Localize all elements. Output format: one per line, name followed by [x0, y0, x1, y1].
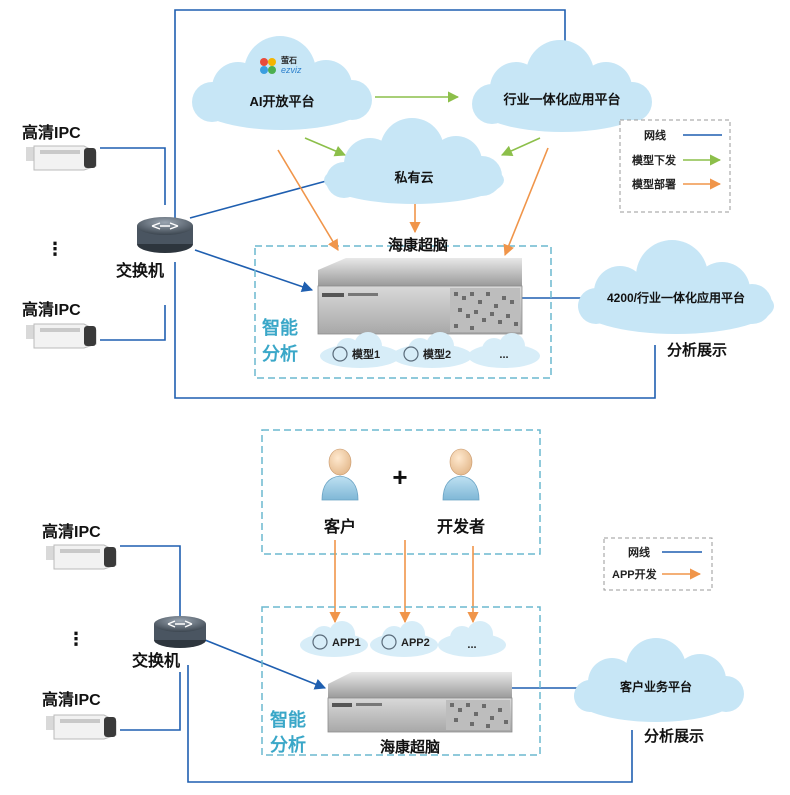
app2-people-icon: [381, 634, 397, 650]
top-ellipsis: ⋮: [46, 239, 64, 259]
bottom-brain-label: 海康超脑: [380, 738, 440, 756]
model2-head-icon: [403, 346, 419, 362]
top-display-label: 分析展示: [667, 341, 727, 359]
bottom-ipc-2-label: 高清IPC: [42, 690, 101, 709]
bottom-switch-label: 交换机: [132, 651, 180, 670]
top-right-platform-cloud: [578, 240, 774, 334]
bottom-right-platform-cloud: [574, 638, 744, 722]
private-cloud-label: 私有云: [394, 170, 433, 185]
top-brain-label: 海康超脑: [388, 236, 448, 254]
plus-sign: +: [392, 462, 407, 492]
ezviz-logo: 萤石 ezviz: [260, 55, 302, 75]
app2-label: APP2: [401, 637, 430, 649]
bottom-legend: 网线 APP开发: [603, 537, 713, 591]
bottom-app-dev-arrows: [329, 540, 479, 624]
top-model-push-arrows: [304, 91, 541, 157]
bottom-network-lines: [120, 545, 633, 783]
model1-head-icon: [332, 346, 348, 362]
model2-label: 模型2: [423, 347, 451, 361]
industry-platform-cloud: [472, 40, 652, 132]
top-model-deploy-arrows: [277, 147, 549, 257]
top-ipc-2-label: 高清IPC: [22, 300, 81, 319]
legend-model-deploy-label: 模型部署: [632, 177, 676, 191]
bottom-people-dashed-box: [261, 429, 541, 555]
top-smart-line1: 智能: [262, 317, 298, 338]
bottom-ipc-camera-1: 高清IPC: [42, 522, 117, 570]
bottom-brain-dashed-box: [261, 606, 541, 756]
top-model-clouds: [320, 332, 540, 368]
bottom-section: 客户 + 开发者 网线 APP开发: [42, 429, 744, 783]
model1-label: 模型1: [352, 347, 380, 361]
bottom-ellipsis: ⋮: [67, 629, 85, 649]
bottom-display-label: 分析展示: [644, 727, 704, 745]
ai-platform-label: AI开放平台: [249, 94, 314, 109]
developer-label: 开发者: [437, 517, 485, 536]
top-ipc-camera-2: 高清IPC: [22, 300, 97, 349]
ezviz-logo-cn: 萤石: [281, 55, 297, 65]
top-more-label: ...: [499, 349, 508, 361]
bottom-legend-network-label: 网线: [628, 545, 650, 559]
customer-person-icon: [321, 448, 359, 501]
top-ipc-camera-1: 高清IPC: [22, 123, 97, 171]
developer-person-icon: [442, 448, 480, 501]
top-ipc-1-label: 高清IPC: [22, 123, 81, 142]
top-switch-icon: [137, 217, 193, 253]
bottom-legend-app-label: APP开发: [612, 567, 658, 581]
ezviz-logo-en: ezviz: [281, 65, 302, 75]
top-right-cloud-label: 4200/行业一体化应用平台: [607, 290, 745, 305]
top-network-lines: [100, 9, 656, 399]
private-cloud: [324, 118, 504, 204]
top-smart-line2: 分析: [262, 343, 298, 364]
legend-model-push-label: 模型下发: [632, 153, 677, 167]
bottom-brain-server: [327, 672, 513, 733]
top-switch-label: 交换机: [116, 261, 164, 280]
bottom-smart-line2: 分析: [270, 734, 306, 755]
bottom-ipc-1-label: 高清IPC: [42, 522, 101, 541]
bottom-more-label: ...: [467, 639, 476, 651]
ai-platform-cloud: [192, 36, 372, 130]
app1-label: APP1: [332, 637, 361, 649]
bottom-app-clouds: [300, 621, 506, 657]
bottom-switch-icon: [154, 616, 206, 648]
industry-platform-label: 行业一体化应用平台: [502, 92, 620, 107]
customer-label: 客户: [324, 517, 356, 536]
top-brain-dashed-box: [254, 245, 552, 379]
bottom-ipc-camera-2: 高清IPC: [42, 690, 117, 740]
bottom-smart-line1: 智能: [270, 709, 306, 730]
top-legend: 网线 模型下发 模型部署: [619, 119, 731, 213]
app1-head-icon: [312, 634, 328, 650]
legend-network-label: 网线: [644, 128, 666, 142]
bottom-right-cloud-label: 客户业务平台: [619, 679, 692, 694]
top-section: 萤石 ezviz AI开放平台 行业一体化应用平台 私有云 网线: [22, 9, 774, 399]
top-brain-server: [317, 258, 523, 335]
